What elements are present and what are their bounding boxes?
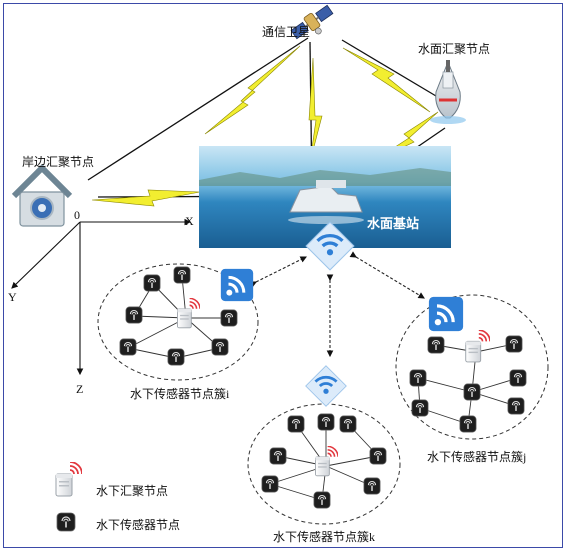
satellite-icon xyxy=(290,4,334,40)
house-safe-icon xyxy=(11,165,73,227)
surface-station-label: 水面基站 xyxy=(367,216,420,231)
sink-node-icon xyxy=(464,330,490,363)
diagram-frame xyxy=(3,3,563,548)
surface-sink-label: 水面汇聚节点 xyxy=(418,42,491,56)
acoustic-links xyxy=(249,251,425,358)
axis-y-label: Y xyxy=(8,290,17,304)
sink-node-icon xyxy=(176,298,200,329)
axis-z-label: Z xyxy=(76,382,84,396)
cluster-j-label: 水下传感器节点簇j xyxy=(427,450,527,464)
cluster-boundaries xyxy=(97,263,549,525)
axis-origin-label: 0 xyxy=(74,208,80,222)
wifi-icon xyxy=(428,296,464,332)
ship-icon xyxy=(430,60,466,124)
wifi-icon xyxy=(304,364,348,408)
cluster-k-label: 水下传感器节点簇k xyxy=(273,530,376,544)
wifi-icon xyxy=(220,268,254,302)
legend-sensor-label: 水下传感器节点 xyxy=(96,518,181,532)
legend-sink-label: 水下汇聚节点 xyxy=(96,484,169,498)
axis-x-label: X xyxy=(185,214,194,228)
cluster-i-label: 水下传感器节点簇i xyxy=(130,387,230,401)
sensor-node-icon xyxy=(56,512,76,532)
satellite-label: 通信卫星 xyxy=(262,25,311,39)
sink-node-icon xyxy=(55,462,82,497)
shore-sink-label: 岸边汇聚节点 xyxy=(22,155,95,169)
sink-node-icon xyxy=(314,446,338,477)
coordinate-axes xyxy=(11,218,192,376)
